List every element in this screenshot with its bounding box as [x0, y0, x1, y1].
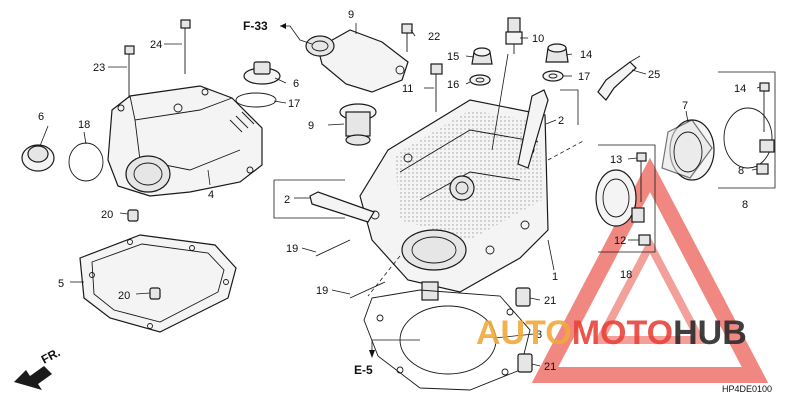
watermark-logo: [531, 157, 769, 383]
guide-pipe-upper: [517, 89, 549, 169]
stud-bolt-19a: [315, 239, 351, 257]
callout-22: 22: [428, 31, 440, 43]
callout-8-upper: 8: [742, 199, 748, 211]
thermostat-cover: [305, 29, 409, 93]
callout-23: 23: [93, 62, 105, 74]
watermark-text: AUTOMOTOHUB: [476, 314, 747, 352]
callout-19-upper: 19: [286, 243, 298, 255]
callout-6-top: 6: [293, 78, 299, 90]
callout-1: 1: [552, 271, 558, 283]
reference-f33: F-33: [243, 19, 268, 33]
spark-plug: [597, 55, 641, 101]
watermark-text-hub: HUB: [673, 314, 747, 352]
bolt-24: [180, 19, 191, 74]
dowel-pin-21b: [517, 353, 533, 373]
callout-4: 4: [208, 189, 214, 201]
callout-labels: 6 18 23 24 4 5 20 20 6 17 9 22 9 11 15 1…: [38, 9, 748, 373]
group-frames: [273, 71, 776, 297]
drawing-code: HP4DE0100: [722, 384, 772, 394]
bolt-22: [401, 23, 413, 52]
screw-14b: [636, 152, 647, 202]
hose-band-upper: [723, 107, 775, 169]
callout-15: 14: [580, 49, 592, 61]
callout-8-lower: 18: [620, 269, 632, 281]
o-ring-top: [235, 92, 277, 108]
callout-9-upper: 8: [738, 165, 744, 177]
callout-24: 24: [150, 39, 162, 51]
callout-17-left: 16: [447, 79, 459, 91]
callout-21-lower: 21: [544, 361, 556, 373]
bolt-23: [124, 45, 135, 98]
callout-2-left: 2: [284, 194, 290, 206]
callout-17-right: 17: [578, 71, 590, 83]
callout-12: 10: [532, 33, 544, 45]
guide-pipe-left: [309, 191, 375, 223]
callout-7: 7: [682, 100, 688, 112]
o-ring-left: [68, 142, 104, 182]
oil-filler-cap-left: [21, 144, 55, 172]
callout-20-lower: 20: [118, 290, 130, 302]
dowel-pin-21a: [515, 287, 531, 307]
insulator-8: [595, 169, 637, 227]
callout-13: 11: [402, 83, 413, 95]
nut-9b: [638, 234, 651, 246]
washer-17a: [469, 74, 491, 86]
cylinder-head: [359, 99, 549, 301]
watermark-text-auto: AUTO: [476, 314, 572, 352]
callout-6-left: 6: [38, 111, 44, 123]
cap-nut-15: [545, 43, 569, 63]
callout-16: 15: [447, 51, 459, 63]
stud-bolt-19b: [349, 281, 386, 299]
valve-cover-gasket: [79, 234, 237, 333]
callout-18-top: 17: [288, 98, 300, 110]
oil-filler-cap-top: [243, 61, 281, 85]
reference-e5: E-5: [354, 363, 373, 377]
callout-18-left: 18: [78, 119, 90, 131]
ref-arrow-f33: [280, 23, 313, 45]
insulator-7: [661, 119, 715, 181]
valve-cover: [107, 85, 263, 197]
callout-21-upper: 21: [544, 295, 556, 307]
callout-20-upper: 20: [101, 209, 113, 221]
temperature-sensor: [505, 17, 523, 54]
cap-nut-16: [471, 47, 493, 65]
callout-3: 3: [536, 329, 542, 341]
callout-11: 9: [348, 9, 354, 21]
front-direction-label: FR.: [39, 345, 63, 366]
callout-10: 9: [308, 120, 314, 132]
callout-25: 25: [648, 69, 660, 81]
callout-9-lower: 12: [614, 235, 626, 247]
bolt-13: [430, 63, 443, 112]
callout-2-upper: 2: [558, 115, 564, 127]
watermark-inner-triangle-icon: [593, 236, 707, 344]
ref-arrow-e5: [369, 339, 420, 358]
watermark-triangle-icon: [531, 157, 769, 383]
dowel-pin-20a: [127, 209, 139, 222]
callout-14-lower: 13: [610, 154, 622, 166]
dowel-pin-20b: [149, 287, 161, 300]
front-arrow-icon: [14, 366, 52, 390]
nut-9a: [756, 163, 769, 175]
thermostat: [339, 103, 377, 146]
watermark-text-moto: MOTO: [572, 314, 673, 352]
hose-band-lower: [631, 207, 645, 223]
callout-19-lower: 19: [316, 285, 328, 297]
screw-14a: [759, 82, 770, 132]
leader-lines: [39, 23, 761, 367]
callout-14-upper: 14: [734, 83, 746, 95]
callout-5: 5: [58, 278, 64, 290]
washer-17b: [542, 70, 564, 82]
